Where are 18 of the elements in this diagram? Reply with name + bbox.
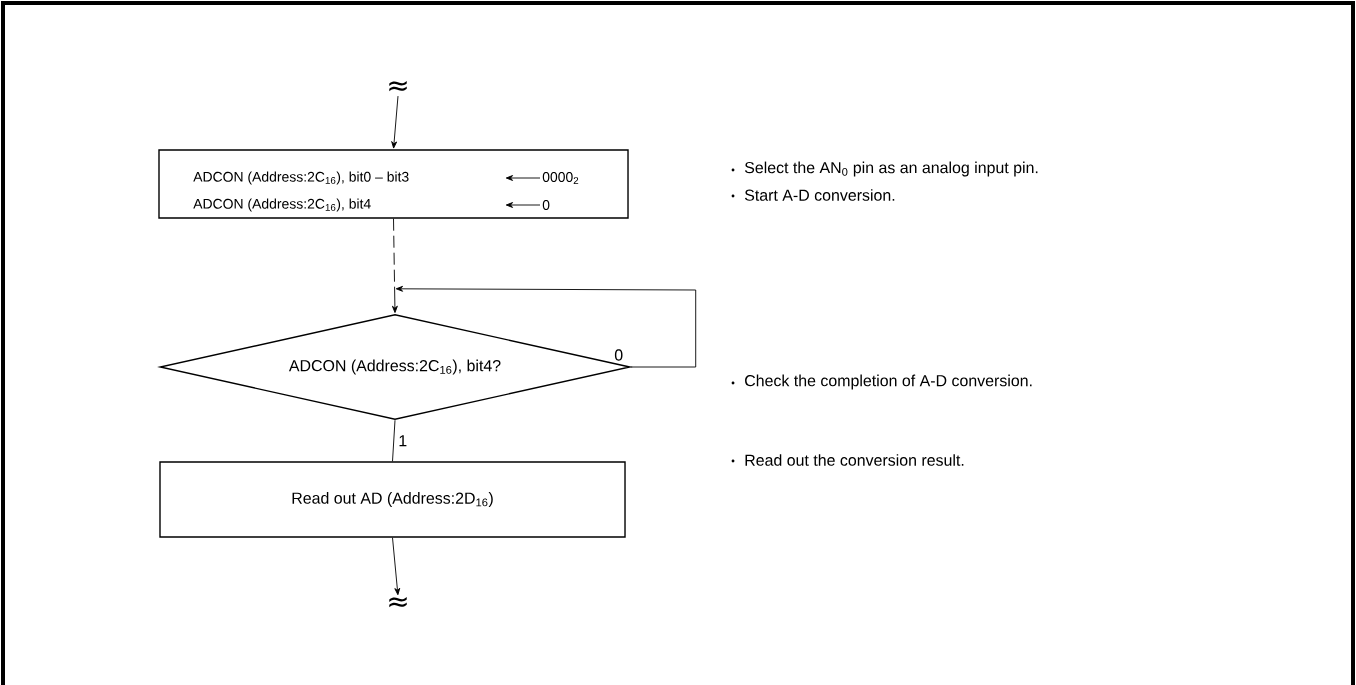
edge-label: 1 xyxy=(397,434,409,448)
note-text: Check the completion of A-D conversion. xyxy=(745,374,1032,390)
note-text: Read out the conversion result. xyxy=(745,454,964,466)
flow-arrow xyxy=(395,285,697,368)
flow-arrow xyxy=(391,218,398,313)
note-text: Start A-D conversion. xyxy=(744,189,895,201)
edge-label: 0 xyxy=(613,348,625,362)
flow-arrow xyxy=(392,537,401,596)
register-text: ADCON (Address:2C$_{16}$), bit0 – bit3 xyxy=(193,171,409,185)
value-text: 0 xyxy=(542,200,550,210)
flow-arrow xyxy=(391,95,399,149)
process-box xyxy=(158,149,629,219)
note-text: Select the AN$_{0}$ pin as an analog input pin. xyxy=(744,161,1038,177)
value-text: 0000$_{2}$ xyxy=(542,172,579,184)
break-symbol: ≈ xyxy=(389,597,407,608)
register-text: ADCON (Address:2C$_{16}$), bit4 xyxy=(193,198,371,212)
process-box: Read out AD (Address:2D$_{16}$) xyxy=(159,461,626,538)
break-symbol: ≈ xyxy=(389,81,407,92)
